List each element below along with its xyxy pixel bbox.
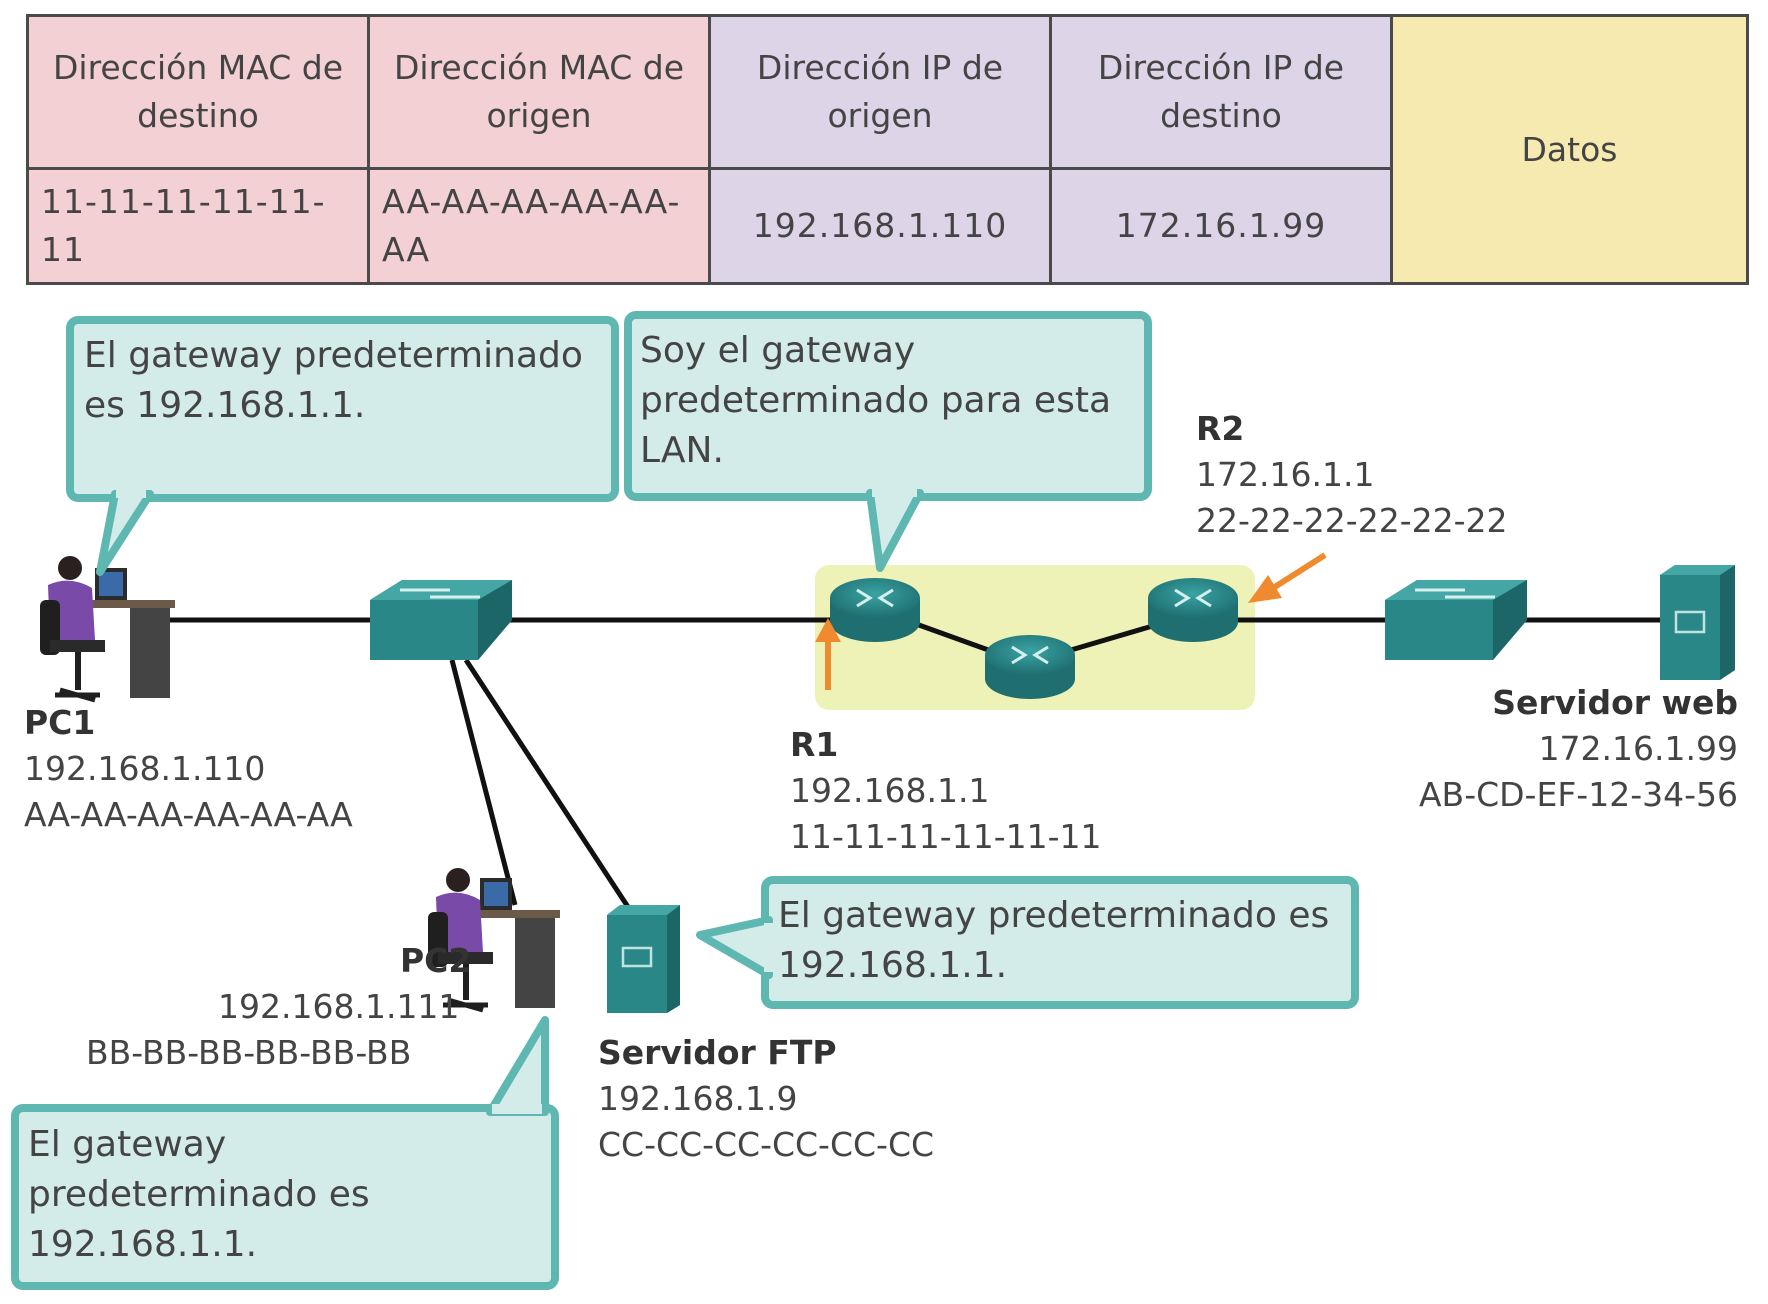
callout-pc1-text: El gateway predeterminado es 192.168.1.1…: [84, 335, 583, 426]
r2-mac-label: 22-22-22-22-22-22: [1196, 501, 1508, 540]
header-dest-ip: Dirección IP de destino: [1049, 14, 1393, 170]
ftp-name-label: Servidor FTP: [598, 1033, 837, 1072]
value-dest-ip: 172.16.1.99: [1049, 167, 1393, 285]
link-switch1-pc2: [449, 659, 518, 906]
header-src-ip: Dirección IP de origen: [708, 14, 1052, 170]
pc2-mac-label: BB-BB-BB-BB-BB-BB: [86, 1033, 412, 1072]
switch-2-icon: [1385, 580, 1527, 660]
ftp-mac-label: CC-CC-CC-CC-CC-CC: [598, 1125, 935, 1164]
header-dest-mac: Dirección MAC de destino: [26, 14, 370, 170]
r1-mac-label: 11-11-11-11-11-11: [790, 817, 1102, 856]
callout-pc1: [66, 316, 619, 576]
web-name-label: Servidor web: [1492, 683, 1738, 722]
pc1-workstation-icon: [40, 556, 175, 703]
value-src-ip: 192.168.1.110: [708, 167, 1052, 285]
ftp-ip-label: 192.168.1.9: [598, 1079, 798, 1118]
r2-ip-label: 172.16.1.1: [1196, 455, 1375, 494]
callout-r1-text: Soy el gateway predeterminado para esta …: [640, 330, 1112, 471]
router-r1-icon: [830, 578, 920, 642]
ftp-server-icon: [607, 905, 680, 1013]
callout-pc2-text: El gateway predeterminado es 192.168.1.1…: [28, 1124, 370, 1265]
header-src-mac: Dirección MAC de origen: [367, 14, 711, 170]
value-dest-mac: 11-11-11-11-11-11: [26, 167, 370, 285]
callout-r1: [624, 311, 1152, 572]
pc2-workstation-icon: [428, 868, 560, 1013]
switch-1-icon: [370, 580, 512, 660]
callout-ftp: [696, 876, 1359, 1009]
r1-ip-label: 192.168.1.1: [790, 771, 990, 810]
r2-name-label: R2: [1196, 409, 1245, 448]
pc2-name-label: PC2: [400, 941, 472, 980]
web-ip-label: 172.16.1.99: [1538, 729, 1738, 768]
pc2-ip-label: 192.168.1.111: [218, 987, 460, 1026]
pc1-mac-label: AA-AA-AA-AA-AA-AA: [24, 795, 353, 834]
router-r2-icon: [1148, 578, 1238, 642]
r1-interface-arrow-icon: [815, 618, 841, 690]
r2-interface-arrow-icon: [1248, 552, 1327, 603]
header-data: Datos: [1390, 14, 1749, 285]
web-server-icon: [1660, 565, 1735, 680]
r1-name-label: R1: [790, 725, 839, 764]
callout-pc2: [11, 1016, 559, 1290]
web-mac-label: AB-CD-EF-12-34-56: [1418, 775, 1738, 814]
pc1-ip-label: 192.168.1.110: [24, 749, 266, 788]
value-src-mac: AA-AA-AA-AA-AA-AA: [367, 167, 711, 285]
callout-ftp-text: El gateway predeterminado es 192.168.1.1…: [778, 895, 1330, 986]
pc1-name-label: PC1: [24, 703, 96, 742]
link-switch1-ftp: [463, 658, 633, 912]
frame-header-table: Dirección MAC de destino Dirección MAC d…: [26, 14, 1749, 285]
router-middle-icon: [985, 635, 1075, 699]
